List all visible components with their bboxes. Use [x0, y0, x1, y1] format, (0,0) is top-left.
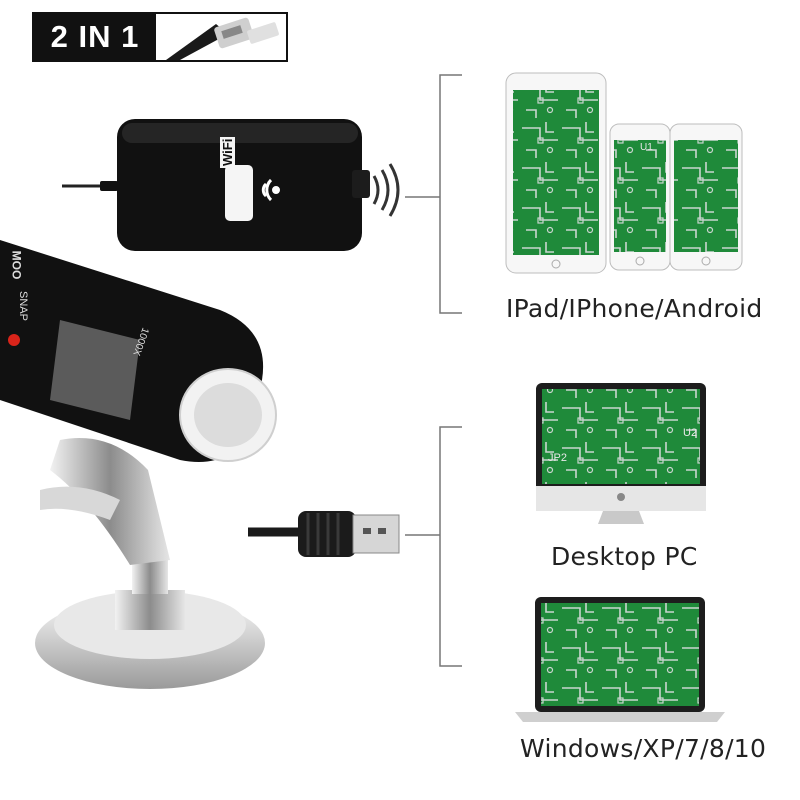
- bracket-computers: [405, 426, 462, 667]
- pcb-label-u2: U2: [683, 427, 698, 439]
- caption-desktop: Desktop PC: [551, 542, 698, 571]
- phone-device-2: [669, 123, 743, 271]
- wireless-waves-icon: [372, 163, 400, 217]
- brand-logo-text: MOO: [9, 250, 24, 280]
- phone-device-1: [609, 123, 671, 271]
- caption-mobile: IPad/IPhone/Android: [506, 294, 763, 323]
- laptop-computer: [515, 597, 725, 722]
- wifi-signal-icon: [261, 178, 280, 202]
- desktop-monitor: [536, 383, 706, 524]
- microscope: [0, 240, 277, 689]
- badge-label: 2 IN 1: [34, 14, 156, 60]
- apple-logo-icon: [617, 493, 625, 501]
- two-in-one-badge: 2 IN 1: [32, 12, 288, 62]
- wifi-logo-text: WiFi: [220, 136, 235, 168]
- badge-plug-image: [156, 14, 286, 60]
- usb-plug-icon: [248, 511, 400, 557]
- pcb-label-u1: U1: [640, 142, 653, 153]
- caption-laptop: Windows/XP/7/8/10: [520, 734, 767, 763]
- pcb-label-jp2: JP2: [548, 452, 567, 464]
- bracket-mobile: [405, 74, 462, 314]
- snap-button-label: SNAP: [16, 291, 29, 321]
- wifi-transmitter: [62, 119, 370, 251]
- tablet-device: [505, 72, 607, 274]
